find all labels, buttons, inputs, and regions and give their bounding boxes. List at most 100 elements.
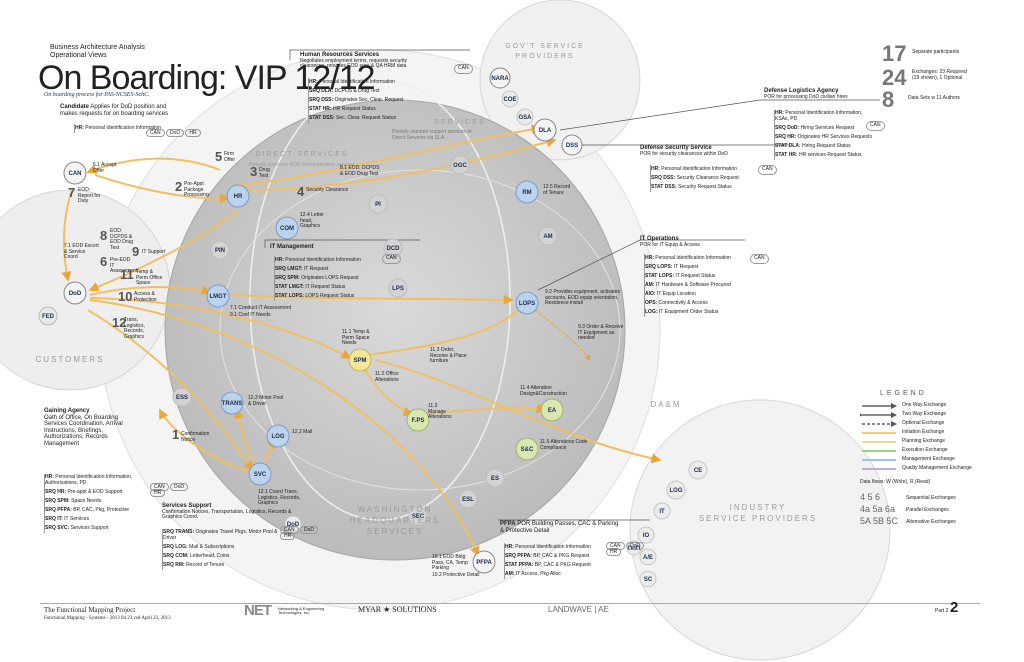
panel-row[interactable]: HR: Personal Identification Information xyxy=(309,78,439,87)
core-circle xyxy=(164,99,626,561)
panel-row[interactable]: STAT DSS: Sec. Clear. Request Status xyxy=(309,114,439,123)
panel-row[interactable]: SRQ DSS: Originates Sec. Clear. Request xyxy=(309,96,439,105)
panel-row[interactable]: STAT LOPS: IT Request Status xyxy=(645,272,749,281)
node-pfpa[interactable] xyxy=(472,550,496,574)
panel-row[interactable]: HR: Personal Identification Information xyxy=(645,254,749,263)
panel-tag[interactable]: HR xyxy=(606,548,622,556)
panel-tag[interactable]: HR xyxy=(280,532,296,540)
panel-row[interactable]: STAT HR: HR Request Status xyxy=(309,105,439,114)
node-dla[interactable] xyxy=(533,118,557,142)
label-7-1: 7.1 EOD Escort & Service Coord xyxy=(64,243,99,260)
node-label-trans: TRANS xyxy=(222,401,243,407)
step-number: 4 xyxy=(297,184,305,199)
row-text: IT Request Status xyxy=(675,273,716,279)
panel-row[interactable]: SRQ LOG: Mail & Subscriptions xyxy=(163,543,279,552)
panel-tag[interactable]: CAN xyxy=(146,129,165,137)
panel-tag[interactable]: CAN xyxy=(150,483,169,491)
node-dss[interactable] xyxy=(561,134,583,156)
legend-item: Initiation Exchange xyxy=(860,429,990,438)
panel-row[interactable]: HR: Personal Identification Information xyxy=(651,165,757,174)
panel-row[interactable]: SRQ DoD: Hiring Services Request xyxy=(775,124,865,133)
panel-row[interactable]: SRQ PFPA: BP, CAC & PKG Request xyxy=(505,552,605,561)
panel-row[interactable]: SRQ DLA: DCPDS & Drug Test xyxy=(309,87,439,96)
panel-row[interactable]: SRQ TRANS: Originates Travel Pkgs, Motor… xyxy=(163,529,279,543)
node-dod[interactable] xyxy=(63,281,87,305)
panel-title: PFPA xyxy=(500,521,516,527)
panel-row[interactable]: STAT DLA: Hiring Request Status xyxy=(775,142,865,151)
node-rm[interactable] xyxy=(515,180,539,204)
panel-row[interactable]: HR: Personal Identification Information,… xyxy=(775,110,865,124)
panel-row[interactable]: SRQ RM: Record of Tenure xyxy=(163,561,279,570)
panel-tag[interactable]: DoD xyxy=(169,483,188,491)
panel-row[interactable]: SRQ IT: IT Services xyxy=(45,515,149,524)
panel-row[interactable]: SRQ HR: Pre-appt & EOD Support xyxy=(45,488,149,497)
panel-desc: POR for security clearances within DoD xyxy=(640,150,728,157)
label-12-4: 12.4 Letter head, Graphics xyxy=(300,212,324,229)
panel-row[interactable]: STAT LOPS: LOPS Request Status xyxy=(275,292,381,301)
node-spm[interactable] xyxy=(348,348,372,372)
node-can[interactable] xyxy=(63,161,87,185)
panel-tag[interactable]: HR xyxy=(150,489,166,497)
panel-title: Defense Security Service xyxy=(640,145,712,151)
node-label-pi: PI xyxy=(375,202,381,208)
panel-tag[interactable]: CAN xyxy=(454,64,473,74)
panel-row[interactable]: OPS: Connectivity & Access xyxy=(645,299,749,308)
panel-row[interactable]: AM: IT Access, Pkg Alloc xyxy=(505,570,605,579)
panel-row[interactable]: SRQ SPM: Originates LOPS Request xyxy=(275,274,381,283)
node-trans[interactable] xyxy=(220,391,244,415)
panel-tag[interactable]: CAN xyxy=(758,165,777,175)
panel-row[interactable]: SRQ DSS: Security Clearance Request xyxy=(651,174,757,183)
row-code: SRQ DSS: xyxy=(651,175,676,181)
panel-tag[interactable]: DoD xyxy=(165,129,184,137)
node-lmgt[interactable] xyxy=(206,284,230,308)
panel-desc-wrap: Candidate Applies for DoD position and m… xyxy=(60,104,170,117)
panel-row[interactable]: STAT DSS: Security Request Status xyxy=(651,183,757,192)
panel-row[interactable]: HR: Personal Identification Information xyxy=(275,256,381,265)
panel-row[interactable]: SRQ COM: Letterhead, Coins xyxy=(163,552,279,561)
node-com[interactable] xyxy=(275,216,299,240)
panel-tag[interactable]: CAN xyxy=(866,121,885,131)
panel-row[interactable]: SRQ SPM: Space Needs xyxy=(45,497,149,506)
panel-row[interactable]: AM: IT Hardware & Software Procured xyxy=(645,281,749,290)
panel-row[interactable]: SRQ HR: Originates HR Services Requests xyxy=(775,133,872,142)
panel-tag[interactable]: CAN xyxy=(750,254,769,264)
row-text: BP, CAC & PKG Request xyxy=(533,553,590,559)
node-log[interactable] xyxy=(266,424,290,448)
panel-row[interactable]: HR: Personal Identification Information,… xyxy=(45,474,149,488)
panel-row[interactable]: STAT LMGT: IT Request Status xyxy=(275,283,381,292)
stat-text: Separate participants xyxy=(912,49,960,55)
panel-tag[interactable]: HR xyxy=(185,129,201,137)
node-nara[interactable] xyxy=(489,67,511,89)
panel-tag[interactable]: CAN xyxy=(606,542,625,550)
panel-row[interactable]: LOG: IT Equipment Order Status xyxy=(645,308,749,317)
arrow-113 xyxy=(419,403,547,415)
node-svc[interactable] xyxy=(248,462,272,486)
node-lops[interactable] xyxy=(515,291,539,315)
node-fps[interactable] xyxy=(406,408,430,432)
step-number: 7 xyxy=(68,185,76,200)
step-number: 12 xyxy=(112,315,127,330)
panel-tag[interactable]: DoD xyxy=(299,526,318,534)
panel-row[interactable]: SRQ SVC: Services Support xyxy=(45,524,149,533)
panel-row[interactable]: SRQ LOPS: IT Request xyxy=(645,263,749,272)
node-pin xyxy=(210,240,230,260)
arrow-10 xyxy=(89,299,480,557)
panel-tag[interactable]: CAN xyxy=(382,254,401,264)
node-sc[interactable] xyxy=(515,437,539,461)
panel-row[interactable]: HR: Personal Identification Information xyxy=(505,543,605,552)
panel-tag[interactable]: DoD xyxy=(625,542,644,550)
node-hr[interactable] xyxy=(226,184,250,208)
step-number: 1 xyxy=(172,427,180,442)
legend-label: Quality Management Exchange xyxy=(902,464,972,471)
node-ea[interactable] xyxy=(540,398,564,422)
panel-tag[interactable]: CAN xyxy=(280,526,299,534)
panel-row[interactable]: HR: Personal Identification Information xyxy=(75,124,161,133)
node-fed[interactable] xyxy=(38,306,58,326)
panel-row[interactable]: SRQ LMGT: IT Request xyxy=(275,265,381,274)
panel-row[interactable]: STAT HR: HR services Request Status xyxy=(775,151,865,160)
panel-row[interactable]: SRQ PFPA: BP, CAC, Pkg, Protective xyxy=(45,506,149,515)
row-text: Sec. Clear. Request Status xyxy=(336,115,397,121)
panel-row[interactable]: STAT PFPA: BP, CAC & PKG Request xyxy=(505,561,605,570)
panel-row[interactable]: AIO: IT Equip Location xyxy=(645,290,749,299)
